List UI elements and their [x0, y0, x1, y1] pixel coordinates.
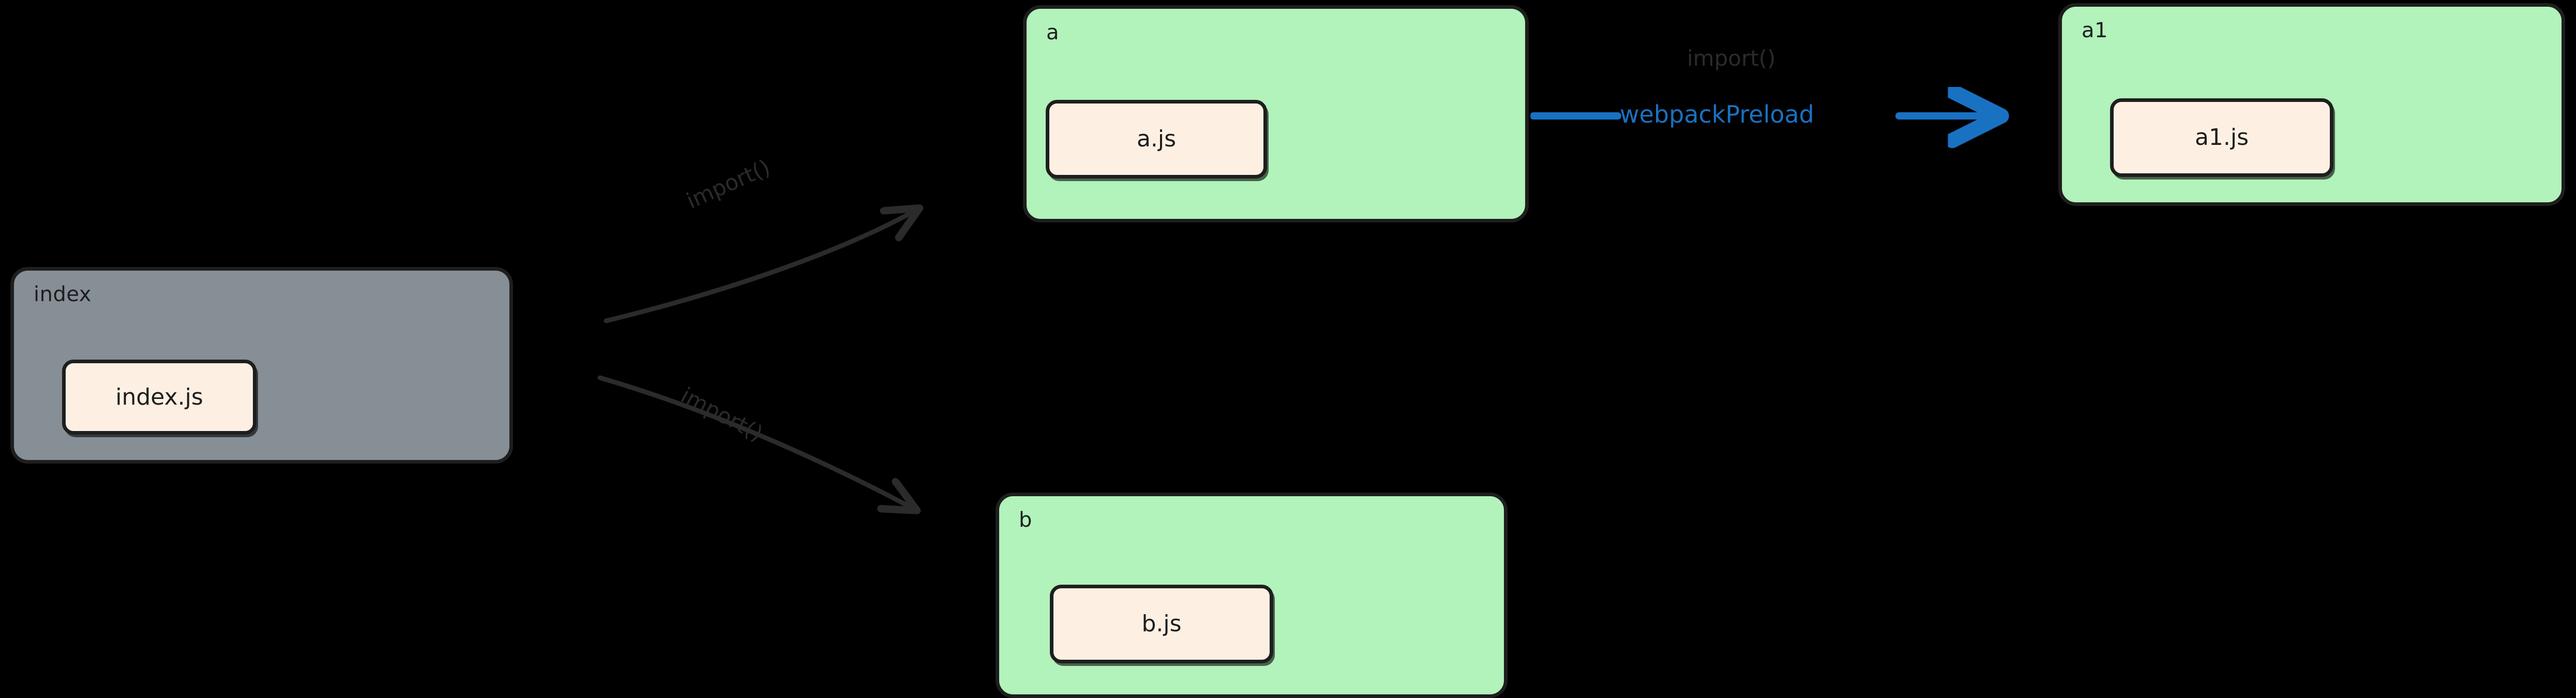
chunk-a1-label: a1 — [2082, 19, 2108, 42]
module-index-js[interactable]: index.js — [62, 360, 257, 435]
module-b-js-label: b.js — [1141, 611, 1182, 637]
module-a1-js-label: a1.js — [2194, 124, 2249, 151]
module-a1-js[interactable]: a1.js — [2110, 98, 2333, 177]
edge-label-a-to-a1-import: import() — [1687, 46, 1776, 71]
module-index-js-label: index.js — [115, 383, 203, 410]
edge-label-index-to-a: import() — [682, 154, 774, 214]
chunk-index-label: index — [34, 283, 92, 306]
edge-index-to-a — [604, 209, 918, 323]
edge-index-to-b — [597, 375, 915, 510]
module-a-js-label: a.js — [1136, 126, 1177, 152]
chunk-a-label: a — [1046, 21, 1060, 44]
chunk-b-label: b — [1019, 508, 1032, 532]
module-a-js[interactable]: a.js — [1046, 100, 1267, 179]
edge-label-a-to-a1-preload: webpackPreload — [1620, 100, 1814, 128]
edge-label-index-to-b: import() — [676, 382, 767, 447]
module-b-js[interactable]: b.js — [1050, 585, 1273, 663]
